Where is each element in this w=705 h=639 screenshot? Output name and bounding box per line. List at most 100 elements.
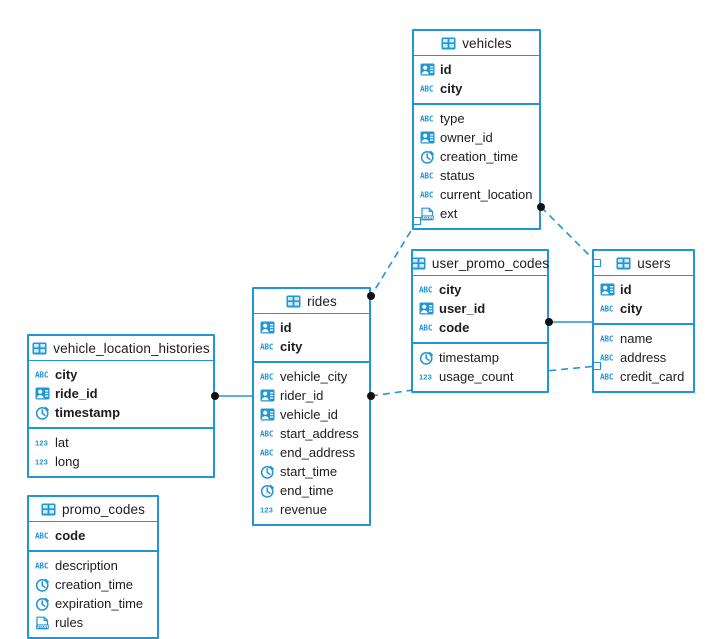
svg-text:ABC: ABC (420, 114, 434, 123)
field-name: long (55, 454, 80, 469)
entity-title-user_promo_codes[interactable]: user_promo_codes (411, 251, 550, 276)
relationship-edge-vehicles-users[interactable] (540, 206, 598, 264)
svg-text:ABC: ABC (420, 171, 434, 180)
field-name: id (280, 320, 292, 335)
field-row-timestamp[interactable]: timestamp (29, 403, 213, 422)
field-row-rider_id[interactable]: rider_id (254, 386, 369, 405)
abc-icon: ABC (35, 367, 50, 382)
id-card-icon (419, 301, 434, 316)
svg-text:ABC: ABC (35, 561, 49, 570)
field-row-description[interactable]: ABC description (29, 556, 157, 575)
field-row-id[interactable]: id (414, 60, 539, 79)
field-name: ext (440, 206, 458, 221)
field-name: name (620, 331, 653, 346)
field-row-creation_time[interactable]: creation_time (414, 147, 539, 166)
svg-text:ABC: ABC (600, 372, 614, 381)
field-row-creation_time[interactable]: creation_time (29, 575, 157, 594)
field-row-rules[interactable]: JSON rules (29, 613, 157, 632)
field-row-id[interactable]: id (594, 280, 693, 299)
field-row-name[interactable]: ABC name (594, 329, 693, 348)
svg-text:ABC: ABC (260, 372, 274, 381)
svg-text:123: 123 (35, 457, 48, 466)
svg-text:123: 123 (35, 438, 48, 447)
entity-title-promo_codes[interactable]: promo_codes (29, 497, 157, 522)
entity-name: promo_codes (62, 501, 145, 517)
entity-name: rides (307, 293, 337, 309)
abc-icon: ABC (260, 426, 275, 441)
field-name: end_time (280, 483, 334, 498)
svg-text:ABC: ABC (35, 531, 49, 540)
field-name: creation_time (55, 577, 134, 592)
field-name: usage_count (439, 369, 514, 384)
field-row-expiration_time[interactable]: expiration_time (29, 594, 157, 613)
field-name: revenue (280, 502, 327, 517)
json-icon: JSON (420, 206, 435, 221)
field-row-revenue[interactable]: 123 revenue (254, 500, 369, 519)
field-name: description (55, 558, 118, 573)
clock-icon (35, 577, 50, 592)
svg-text:ABC: ABC (260, 342, 274, 351)
abc-icon: ABC (419, 282, 434, 297)
field-row-end_address[interactable]: ABC end_address (254, 443, 369, 462)
field-row-long[interactable]: 123 long (29, 452, 213, 471)
field-row-owner_id[interactable]: owner_id (414, 128, 539, 147)
field-name: end_address (280, 445, 356, 460)
field-row-city[interactable]: ABC city (413, 280, 547, 299)
field-row-timestamp[interactable]: timestamp (413, 348, 547, 367)
field-name: timestamp (439, 350, 499, 365)
entity-name: users (637, 255, 671, 271)
column-group: ABC description creation_time expiration_ti… (29, 552, 157, 637)
field-name: rules (55, 615, 84, 630)
field-name: city (439, 282, 462, 297)
abc-icon: ABC (260, 445, 275, 460)
field-row-ext[interactable]: JSON ext (414, 204, 539, 223)
svg-text:ABC: ABC (600, 304, 614, 313)
entity-title-vehicles[interactable]: vehicles (414, 31, 539, 56)
field-row-vehicle_id[interactable]: vehicle_id (254, 405, 369, 424)
entity-name: vehicle_location_histories (53, 340, 210, 356)
field-name: address (620, 350, 667, 365)
field-row-end_time[interactable]: end_time (254, 481, 369, 500)
json-icon: JSON (35, 615, 50, 630)
entity-name: user_promo_codes (431, 255, 550, 271)
field-row-start_time[interactable]: start_time (254, 462, 369, 481)
abc-icon: ABC (600, 331, 615, 346)
field-row-ride_id[interactable]: ride_id (29, 384, 213, 403)
field-row-id[interactable]: id (254, 318, 369, 337)
123-icon: 123 (260, 502, 275, 517)
field-row-user_id[interactable]: user_id (413, 299, 547, 318)
entity-title-users[interactable]: users (594, 251, 693, 276)
entity-title-rides[interactable]: rides (254, 289, 369, 314)
abc-icon: ABC (35, 558, 50, 573)
entity-title-vehicle_location_histories[interactable]: vehicle_location_histories (29, 336, 213, 361)
field-name: user_id (439, 301, 486, 316)
svg-text:ABC: ABC (419, 323, 433, 332)
abc-icon: ABC (35, 528, 50, 543)
